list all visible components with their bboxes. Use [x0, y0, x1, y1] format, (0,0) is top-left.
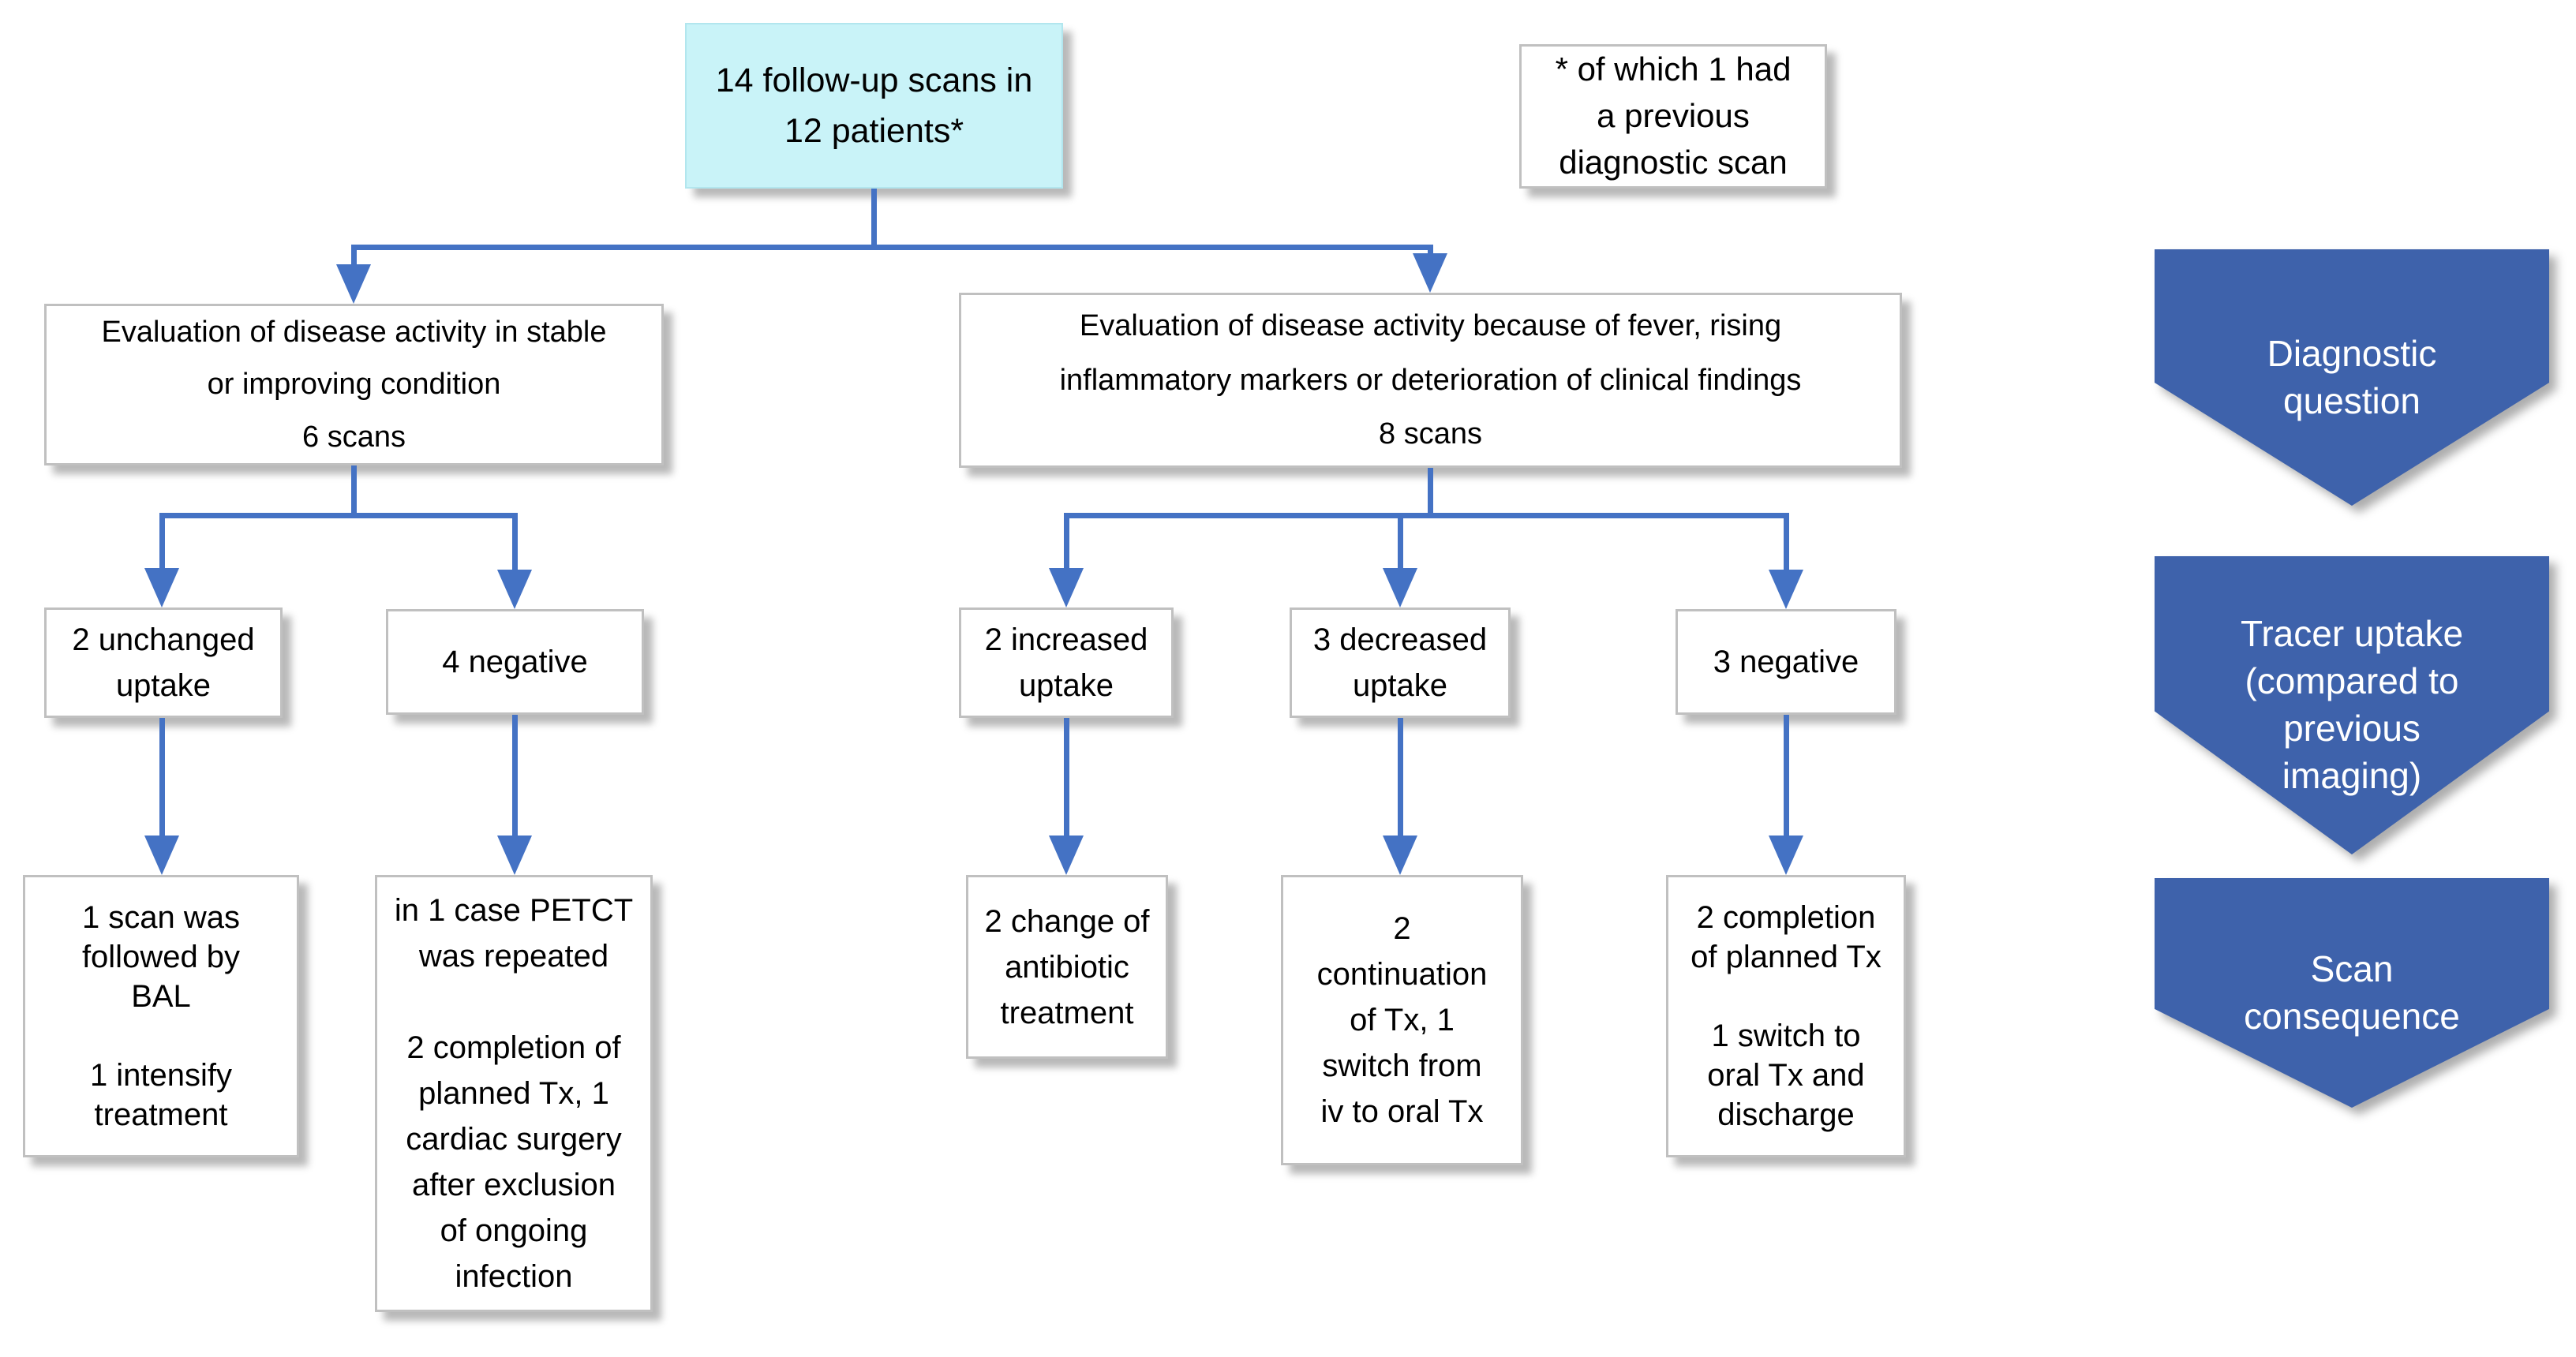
- connector-fever-drop: [1428, 245, 1433, 256]
- connector-increased-drop: [1064, 513, 1069, 570]
- connector-stable-bar: [159, 513, 517, 518]
- branch-fever-box: Evaluation of disease activity because o…: [959, 293, 1902, 468]
- connector-antibiotic-drop: [1064, 718, 1069, 836]
- arrowhead-antibiotic: [1049, 836, 1084, 875]
- connector-level2-bar: [351, 245, 1432, 250]
- connector-continuation-drop: [1398, 718, 1403, 836]
- arrowhead-continuation: [1383, 836, 1417, 875]
- connector-fever-bar: [1064, 513, 1788, 518]
- uptake-negative3-box: 3 negative: [1676, 609, 1896, 715]
- arrowhead-decreased: [1383, 568, 1417, 607]
- arrowhead-fever: [1413, 253, 1447, 293]
- connector-bal-drop: [159, 718, 165, 836]
- connector-petct-drop: [512, 715, 518, 836]
- connector-stable-drop: [351, 245, 357, 267]
- connector-negative3-drop: [1784, 513, 1789, 572]
- connector-completion-drop: [1784, 715, 1789, 836]
- branch-stable-box: Evaluation of disease activity in stable…: [44, 304, 664, 465]
- arrowhead-negative3: [1769, 570, 1803, 609]
- arrowhead-unchanged: [144, 568, 179, 607]
- arrowhead-stable: [336, 264, 371, 304]
- connector-negative4-drop: [512, 513, 518, 572]
- connector-root-stem: [871, 189, 877, 249]
- connector-unchanged-drop: [159, 513, 165, 570]
- arrowhead-negative4: [497, 570, 532, 609]
- arrowhead-completion: [1769, 836, 1803, 875]
- arrowhead-bal: [144, 836, 179, 875]
- arrowhead-increased: [1049, 568, 1084, 607]
- connector-fever-stem: [1428, 468, 1433, 514]
- connector-stable-stem: [351, 465, 357, 514]
- uptake-negative4-box: 4 negative: [386, 609, 644, 715]
- arrowhead-petct: [497, 836, 532, 875]
- connector-decreased-drop: [1398, 513, 1403, 570]
